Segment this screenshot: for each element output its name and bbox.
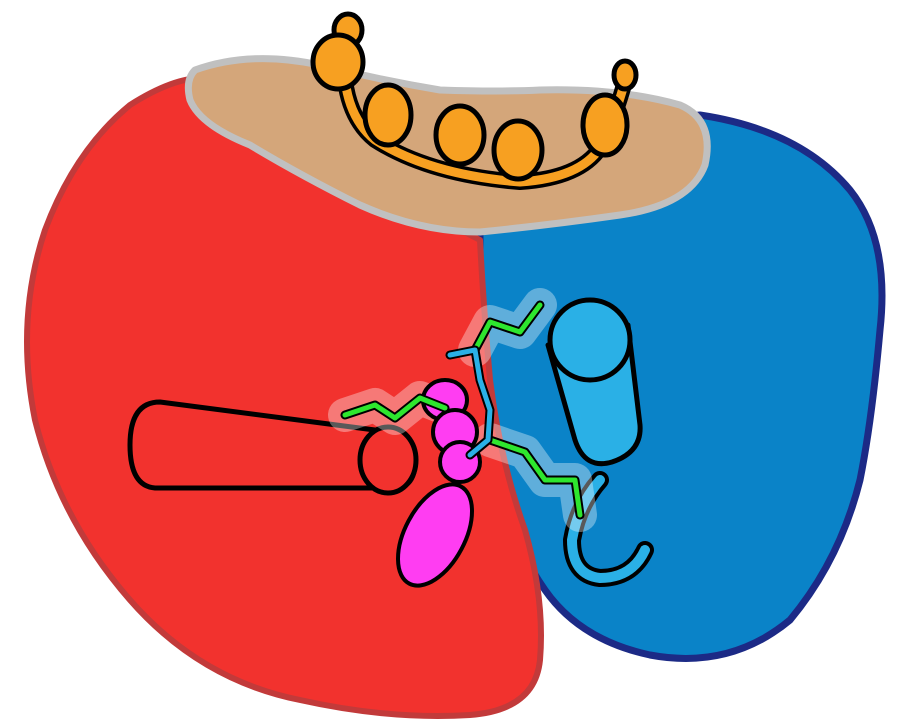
lipid-bead (313, 35, 363, 89)
lipid-bead (494, 121, 542, 179)
lipid-bead (583, 95, 627, 155)
blue-helix-top (550, 300, 630, 380)
red-helix-end (360, 427, 416, 493)
lipid-bead (436, 106, 484, 164)
lipid-bead (365, 85, 411, 145)
lipid-bead (614, 61, 636, 89)
